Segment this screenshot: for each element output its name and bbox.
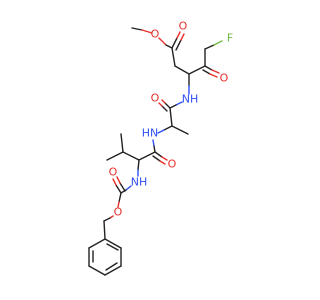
bond-calpha2-cb <box>122 151 140 161</box>
bond-carb-o-red <box>117 201 120 208</box>
atom-o-amide-lower: O <box>168 158 177 171</box>
bond-amide2-co-2 <box>152 155 161 162</box>
bond-o-c-ester <box>158 37 167 46</box>
ring-bond-3 <box>104 265 122 276</box>
bond-co-calpha <box>169 107 173 127</box>
ring-bond-4 <box>88 265 106 276</box>
bond-amide1-co-1r <box>161 99 166 104</box>
bond-calpha-methyl <box>171 125 189 135</box>
bond-ketone-1 <box>204 65 213 71</box>
bond-ch2-ring <box>103 220 106 240</box>
bond-ester-co-1r <box>176 31 181 39</box>
bond-cb-cg2 <box>120 133 124 153</box>
atom-o-carbamate-single: O <box>114 206 123 219</box>
bond-ch2f-f-green <box>213 40 223 46</box>
bond-carb-co-1r <box>112 178 117 186</box>
atom-o-ester-single: O <box>151 28 160 41</box>
atom-o-carbamate-carbonyl: O <box>109 166 118 179</box>
atom-fluorine: F <box>227 32 233 45</box>
bond-methyl-o <box>131 27 143 31</box>
bond-o-ch2 <box>103 217 111 222</box>
bond-nh-co-blue <box>175 101 183 106</box>
bond-amide2-co-1r <box>161 156 168 161</box>
bond-hn-co-blue <box>152 139 155 147</box>
bond-amide1-co-2 <box>161 105 168 112</box>
bond-ester-co-2r <box>180 33 185 41</box>
bond-carb-co-2r <box>116 176 121 184</box>
bond-co-calpha2 <box>138 151 156 161</box>
bond-ketone-1r <box>211 69 220 74</box>
bond-carb-o <box>118 192 122 203</box>
ring-double-2 <box>105 262 118 271</box>
bond-ch-cketone <box>188 65 206 75</box>
molecule-diagram: O O F O NH O HN O NH O O <box>88 20 233 276</box>
atom-nh-carbamate: NH <box>131 176 148 189</box>
structure-canvas: O O F O NH O HN O NH O O <box>88 20 233 276</box>
bond-methyl-o-red <box>141 29 153 34</box>
atom-hn-middle: HN <box>142 127 159 140</box>
bond-ch2f-f <box>204 44 215 50</box>
bond-ketone-2 <box>202 69 211 75</box>
bond-amide1-co-1 <box>164 102 171 109</box>
bond-o-c-ester-dark <box>165 44 173 49</box>
atom-o-ester-carbonyl: O <box>179 20 188 33</box>
bond-amide1-co-2r <box>158 102 163 107</box>
bond-cb-cg1 <box>106 151 124 161</box>
atom-o-amide-upper: O <box>151 92 160 105</box>
bond-calpha2-nh <box>137 159 140 171</box>
bond-nh-co <box>169 104 177 109</box>
bond-ester-ch2 <box>171 47 176 67</box>
bond-amide2-co-2r <box>159 160 166 165</box>
bond-amide2-co-1 <box>154 151 163 158</box>
bond-calpha-hn <box>163 125 173 131</box>
bond-hn-co <box>153 145 156 153</box>
atom-nh-upper: NH <box>182 93 199 106</box>
ring-double-1 <box>106 243 119 251</box>
bond-carb-co-2 <box>119 182 126 192</box>
bond-calpha-hn-blue <box>157 129 165 134</box>
bond-nh-ccarb-blue <box>125 185 132 191</box>
bond-ester-co-1 <box>171 37 178 49</box>
atom-o-ketone: O <box>220 72 229 85</box>
bond-ch2-ch <box>174 65 190 75</box>
bond-ester-co-2 <box>175 39 182 51</box>
bond-carb-co-1 <box>115 184 122 194</box>
bond-ketone-2r <box>209 73 218 78</box>
ring-bond-6 <box>88 238 106 249</box>
ring-bond-1 <box>104 238 122 249</box>
